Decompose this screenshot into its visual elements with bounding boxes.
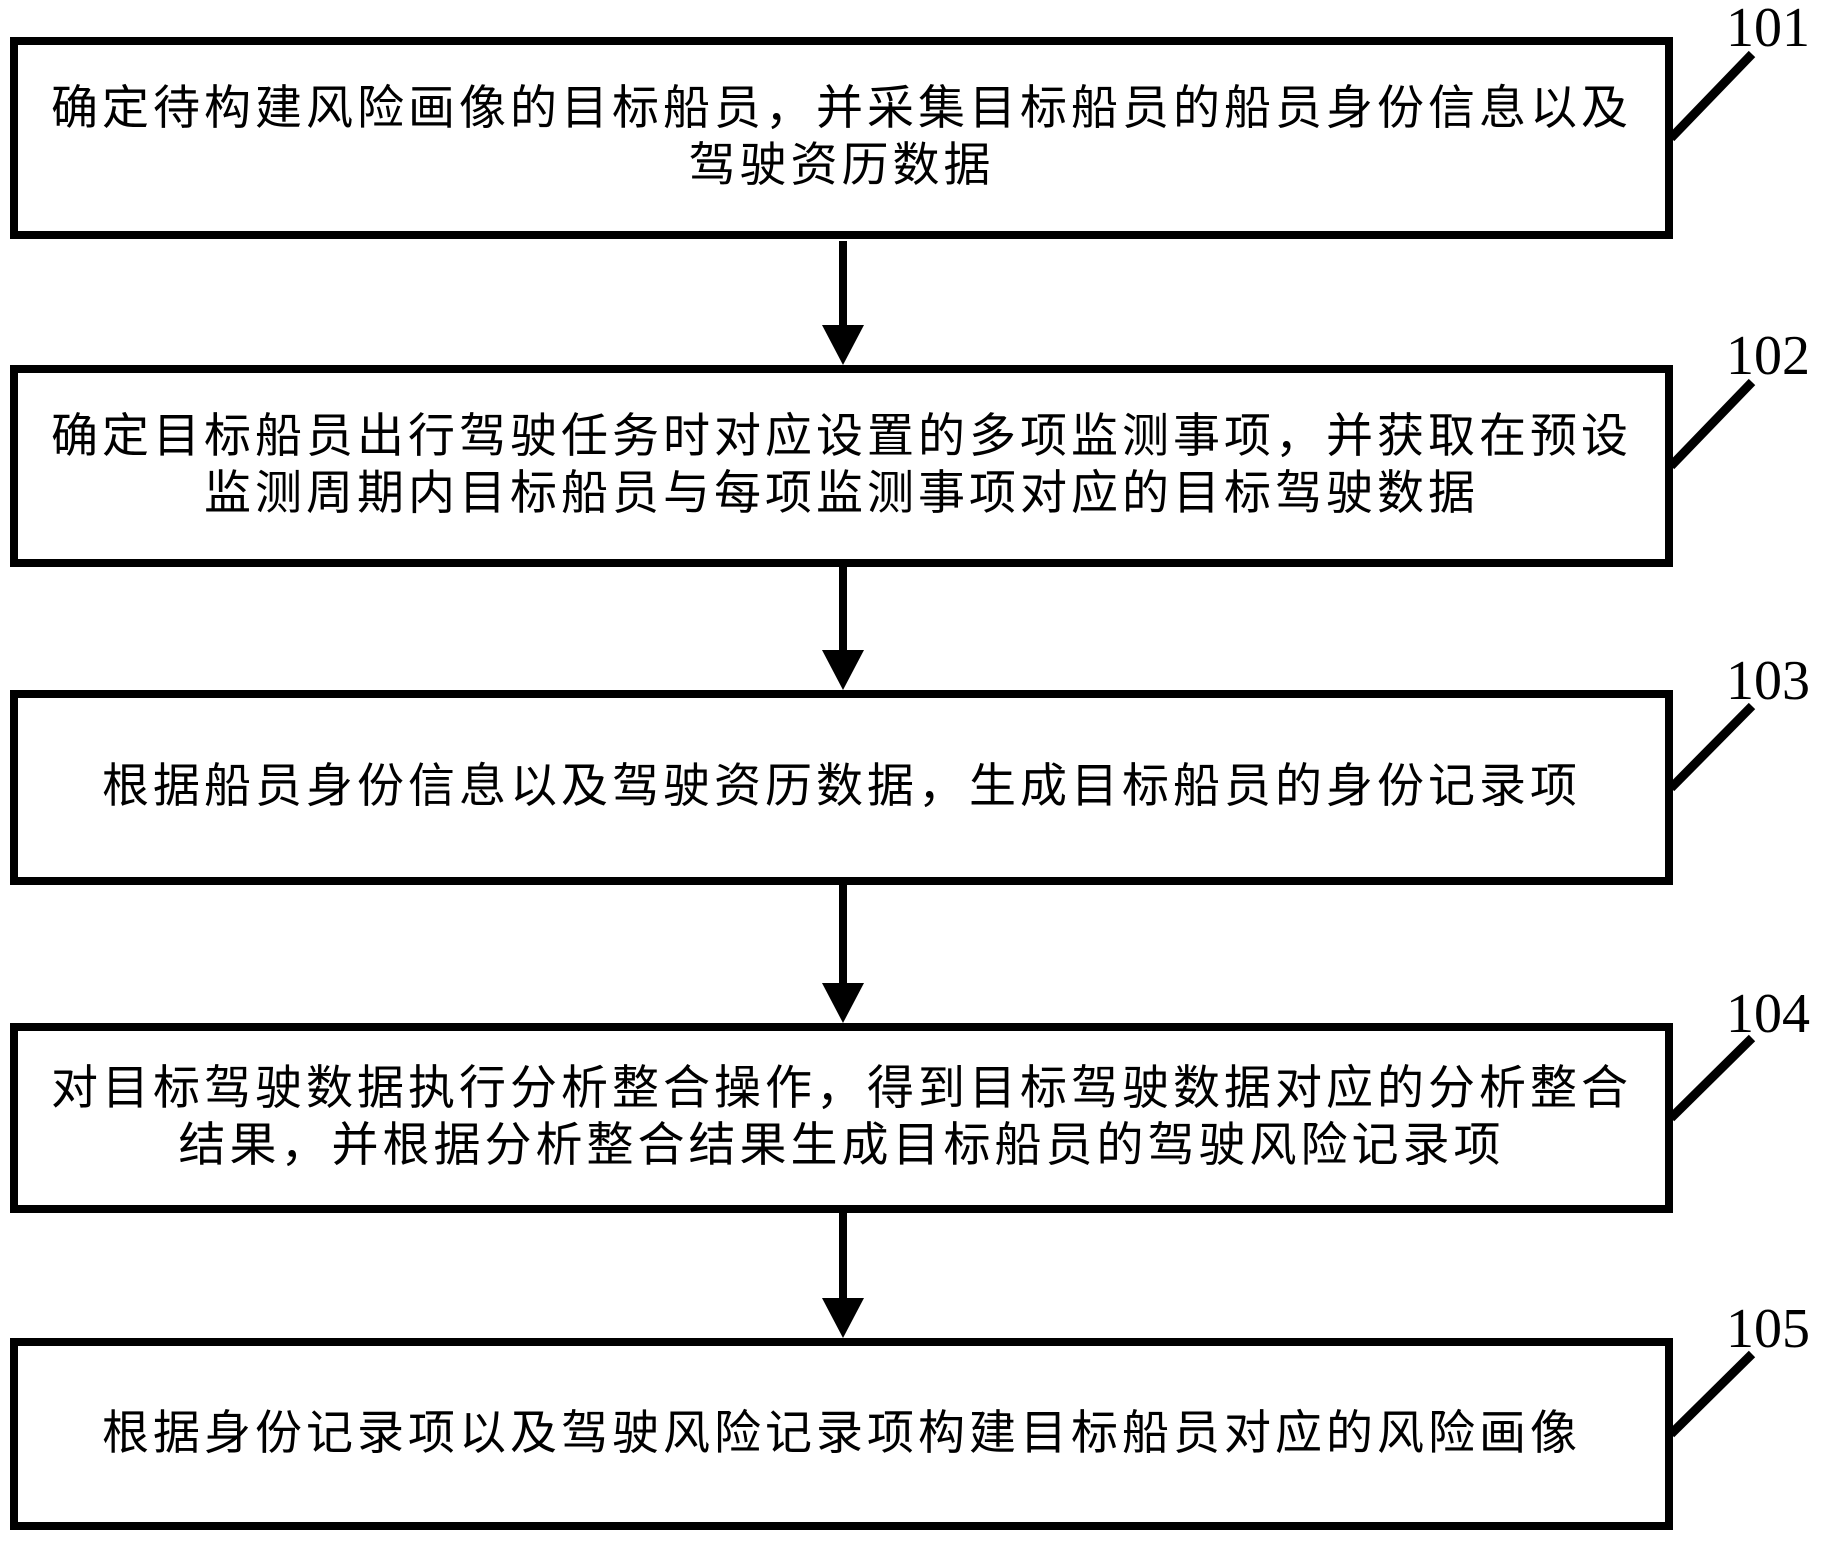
step-box-102: 确定目标船员出行驾驶任务时对应设置的多项监测事项，并获取在预设 监测周期内目标船… <box>10 365 1673 567</box>
step-text-line: 确定待构建风险画像的目标船员，并采集目标船员的船员身份信息以及 <box>51 83 1632 135</box>
step-text-line: 结果，并根据分析整合结果生成目标船员的驾驶风险记录项 <box>178 1120 1505 1172</box>
step-number-105: 105 <box>1726 1298 1810 1360</box>
flow-arrow-head-4 <box>822 1298 864 1338</box>
step-text-line: 监测周期内目标船员与每项监测事项对应的目标驾驶数据 <box>204 468 1479 520</box>
flow-arrow-head-2 <box>822 650 864 690</box>
step-box-101: 确定待构建风险画像的目标船员，并采集目标船员的船员身份信息以及 驾驶资历数据 <box>10 37 1673 239</box>
step-text-line: 根据身份记录项以及驾驶风险记录项构建目标船员对应的风险画像 <box>102 1407 1581 1460</box>
label-leader-line-101 <box>1667 50 1756 142</box>
step-text-line: 对目标驾驶数据执行分析整合操作，得到目标驾驶数据对应的分析整合 <box>51 1063 1632 1115</box>
flow-arrow-head-1 <box>822 325 864 365</box>
step-box-104: 对目标驾驶数据执行分析整合操作，得到目标驾驶数据对应的分析整合 结果，并根据分析… <box>10 1023 1673 1213</box>
step-number-104: 104 <box>1726 983 1810 1045</box>
step-text-line: 确定目标船员出行驾驶任务时对应设置的多项监测事项，并获取在预设 <box>51 411 1632 463</box>
label-leader-line-104 <box>1667 1034 1756 1122</box>
flow-arrow-head-3 <box>822 983 864 1023</box>
step-number-101: 101 <box>1726 0 1810 59</box>
step-number-103: 103 <box>1726 650 1810 712</box>
step-box-105: 根据身份记录项以及驾驶风险记录项构建目标船员对应的风险画像 <box>10 1338 1673 1530</box>
step-text-line: 根据船员身份信息以及驾驶资历数据，生成目标船员的身份记录项 <box>102 761 1581 813</box>
step-box-103: 根据船员身份信息以及驾驶资历数据，生成目标船员的身份记录项 <box>10 690 1673 885</box>
label-leader-line-105 <box>1667 1350 1756 1438</box>
label-leader-line-102 <box>1667 378 1756 470</box>
step-number-102: 102 <box>1726 325 1810 387</box>
step-text-line: 驾驶资历数据 <box>688 140 995 192</box>
label-leader-line-103 <box>1667 702 1756 792</box>
